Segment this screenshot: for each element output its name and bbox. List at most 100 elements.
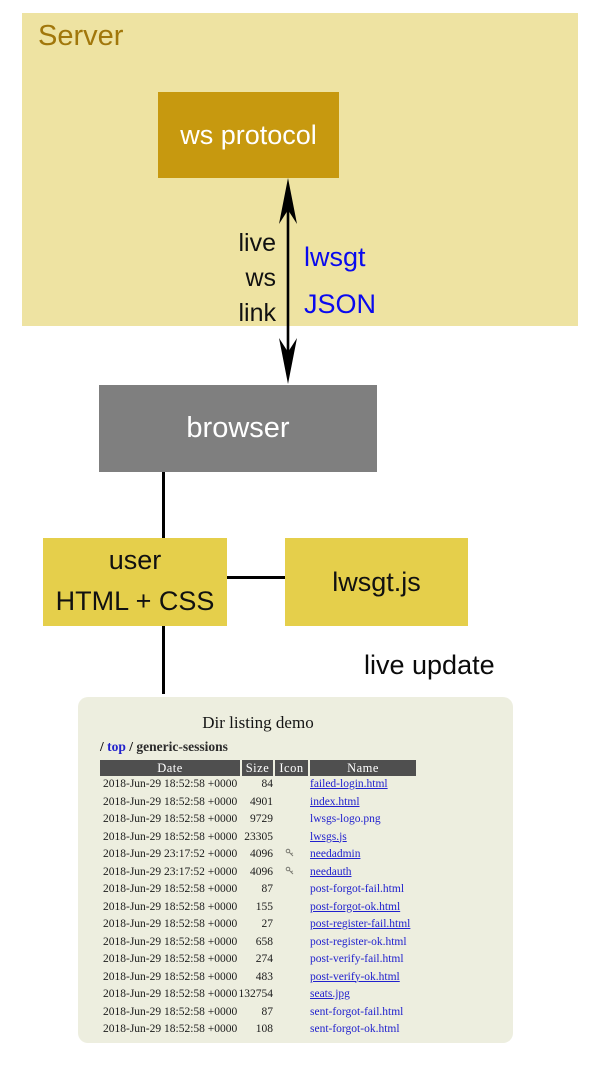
breadcrumb-top-link[interactable]: top — [107, 739, 126, 754]
ws-protocol-label: ws protocol — [180, 120, 317, 150]
table-row: 2018-Jun-29 18:52:58 +0000 483 post-verify… — [100, 969, 418, 987]
file-link[interactable]: post-forgot-ok.html — [310, 900, 401, 913]
cell-size: 9729 — [250, 813, 273, 825]
file-link[interactable]: needadmin — [310, 848, 361, 860]
cell-name: post-register-fail.html — [306, 916, 412, 934]
cell-name: post-forgot-ok.html — [306, 899, 412, 917]
cell-name: post-forgot-fail.html — [306, 881, 412, 899]
cell-date: 2018-Jun-29 18:52:58 +0000 — [103, 918, 238, 930]
ws-protocol-box: ws protocol — [158, 92, 339, 178]
breadcrumb-current: generic-sessions — [136, 739, 228, 754]
header-size: Size — [242, 760, 273, 776]
cell-name: post-register-ok.html — [306, 934, 412, 952]
cell-size: 87 — [261, 883, 274, 895]
cell-name: post-verify-ok.html — [306, 969, 412, 987]
cell-date: 2018-Jun-29 18:52:58 +0000 — [103, 795, 238, 808]
breadcrumb-root-slash: / — [100, 739, 104, 754]
table-row: 2018-Jun-29 18:52:58 +0000 4901 index.html — [100, 794, 418, 812]
cell-date: 2018-Jun-29 23:17:52 +0000 — [103, 865, 238, 878]
file-link[interactable]: post-forgot-fail.html — [310, 883, 405, 895]
key-icon — [285, 848, 294, 857]
browser-label: browser — [186, 412, 290, 444]
cell-size: 483 — [255, 970, 273, 983]
user-html-css-box: user HTML + CSS — [43, 538, 227, 626]
table-row: 2018-Jun-29 18:52:58 +0000 108 sent-forgot… — [100, 1021, 418, 1039]
cell-size: 4096 — [250, 865, 273, 878]
file-link[interactable]: post-register-fail.html — [310, 918, 411, 930]
connector-user-demo — [162, 626, 165, 694]
file-link[interactable]: lwsgs-logo.png — [310, 813, 381, 825]
cell-name: lwsgs-logo.png — [306, 811, 412, 829]
cell-date: 2018-Jun-29 18:52:58 +0000 — [103, 813, 238, 825]
cell-date: 2018-Jun-29 18:52:58 +0000 — [103, 970, 238, 983]
cell-date: 2018-Jun-29 18:52:58 +0000 — [103, 1005, 238, 1018]
cell-size: 87 — [261, 1005, 274, 1018]
table-row: 2018-Jun-29 23:17:52 +0000 4096 needauth — [100, 864, 418, 882]
file-link[interactable]: failed-login.html — [310, 778, 388, 790]
cell-date: 2018-Jun-29 18:52:58 +0000 — [103, 900, 238, 913]
cell-date: 2018-Jun-29 18:52:58 +0000 — [103, 953, 238, 965]
cell-name: needadmin — [306, 846, 412, 864]
table-row: 2018-Jun-29 18:52:58 +0000 274 post-verify… — [100, 951, 418, 969]
cell-name: sent-forgot-fail.html — [306, 1004, 412, 1022]
browser-box: browser — [99, 385, 377, 472]
live-update-label: live update — [364, 650, 495, 680]
header-date: Date — [100, 760, 240, 776]
table-row: 2018-Jun-29 18:52:58 +0000 87 post-forgot-… — [100, 881, 418, 899]
ws-link-arrow — [279, 178, 297, 384]
cell-size: 108 — [255, 1023, 273, 1035]
cell-name: index.html — [306, 794, 412, 812]
lwsgt-js-box: lwsgt.js — [285, 538, 468, 626]
header-icon: Icon — [275, 760, 308, 776]
cell-name: seats.jpg — [306, 986, 412, 1004]
lwsgt-js-label: lwsgt.js — [332, 567, 421, 597]
cell-date: 2018-Jun-29 18:52:58 +0000 — [103, 883, 238, 895]
key-icon — [285, 866, 294, 874]
file-link[interactable]: index.html — [310, 795, 360, 808]
cell-icon — [273, 864, 306, 882]
dir-listing-demo-panel: Dir listing demo / top / generic-session… — [78, 697, 513, 1043]
header-name: Name — [310, 760, 416, 776]
cell-size: 4901 — [250, 795, 273, 808]
cell-size: 84 — [261, 778, 274, 790]
lwsgt-json-label: lwsgt JSON — [304, 242, 377, 319]
file-link[interactable]: post-register-ok.html — [310, 935, 407, 948]
cell-date: 2018-Jun-29 18:52:58 +0000 — [103, 935, 238, 948]
cell-name: needauth — [306, 864, 412, 882]
dir-table: Date Size Icon Name 2018-Jun-29 18:52:58… — [100, 760, 418, 1039]
user-box-line2: HTML + CSS — [55, 586, 215, 616]
cell-name: failed-login.html — [306, 776, 412, 794]
table-row: 2018-Jun-29 18:52:58 +0000 87 sent-forgot-… — [100, 1004, 418, 1022]
cell-size: 274 — [255, 953, 273, 965]
cell-date: 2018-Jun-29 23:17:52 +0000 — [103, 848, 238, 860]
connector-browser-user — [162, 472, 165, 538]
cell-date: 2018-Jun-29 18:52:58 +0000 — [103, 830, 238, 843]
file-link[interactable]: seats.jpg — [310, 988, 350, 1000]
breadcrumb-separator: / — [129, 739, 134, 754]
cell-icon — [273, 846, 306, 864]
cell-size: 132754 — [238, 988, 274, 1000]
dir-table-body: 2018-Jun-29 18:52:58 +0000 84 failed-login… — [100, 776, 418, 1039]
cell-name: lwsgs.js — [306, 829, 412, 847]
file-link[interactable]: sent-forgot-ok.html — [310, 1023, 400, 1035]
demo-title: Dir listing demo — [202, 713, 314, 732]
file-link[interactable]: lwsgs.js — [310, 830, 347, 843]
server-label: Server — [38, 20, 124, 52]
file-link[interactable]: needauth — [310, 865, 352, 878]
table-row: 2018-Jun-29 18:52:58 +0000 9729 lwsgs-logo… — [100, 811, 418, 829]
connector-user-lwsgtjs — [227, 576, 285, 579]
live-ws-link-label: live ws link — [238, 229, 276, 327]
cell-size: 27 — [261, 918, 274, 930]
cell-date: 2018-Jun-29 18:52:58 +0000 — [103, 1023, 238, 1035]
file-link[interactable]: sent-forgot-fail.html — [310, 1005, 404, 1018]
cell-date: 2018-Jun-29 18:52:58 +0000 — [103, 778, 238, 790]
file-link[interactable]: post-verify-fail.html — [310, 953, 404, 965]
table-row: 2018-Jun-29 18:52:58 +0000 27 post-registe… — [100, 916, 418, 934]
file-link[interactable]: post-verify-ok.html — [310, 970, 400, 983]
